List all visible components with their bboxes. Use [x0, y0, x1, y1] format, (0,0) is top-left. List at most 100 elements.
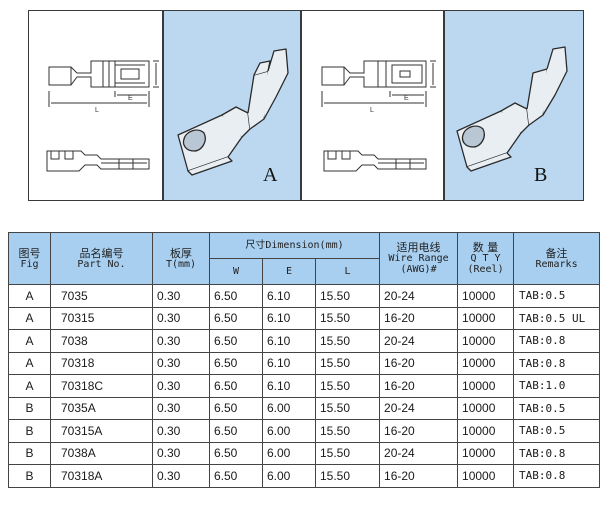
cell-fig: A [8, 351, 51, 375]
cell-dim-w: 6.50 [209, 396, 263, 420]
cell-dim-w: 6.50 [209, 464, 263, 488]
cell-dim-e: 6.00 [262, 441, 316, 465]
figure-a-photo: A [163, 10, 301, 201]
cell-dim-l: 15.50 [314, 284, 381, 308]
cell-dim-l: 15.50 [314, 351, 381, 375]
cell-dim-e: 6.10 [262, 284, 316, 308]
cell-remarks: TAB:0.5 [513, 396, 601, 420]
cell-remarks: TAB:0.8 [513, 351, 601, 375]
table-row: B 70318A 0.30 6.50 6.00 15.50 16-20 1000… [8, 464, 601, 488]
cell-dim-w: 6.50 [209, 329, 263, 353]
header-qty: 数 量 Q T Y (Reel) [457, 232, 515, 285]
cell-thickness: 0.30 [152, 464, 210, 488]
cell-remarks: TAB:0.5 UL [513, 306, 601, 330]
cell-thickness: 0.30 [152, 351, 210, 375]
cell-dim-e: 6.10 [262, 374, 316, 398]
dim-l-label: L [95, 107, 99, 114]
cell-dim-e: 6.00 [262, 419, 316, 443]
cell-part-no: 7038A [50, 441, 153, 465]
header-remarks: 备注 Remarks [513, 232, 601, 285]
cell-wire-range: 20-24 [379, 396, 459, 420]
cell-wire-range: 16-20 [379, 419, 459, 443]
cell-dim-e: 6.00 [262, 396, 316, 420]
cell-qty: 10000 [457, 284, 515, 308]
figure-a-letter: A [263, 164, 278, 186]
table-body: A 7035 0.30 6.50 6.10 15.50 20-24 10000 … [8, 284, 601, 488]
cell-dim-l: 15.50 [314, 419, 381, 443]
dim-e-label: E [404, 95, 409, 102]
cell-thickness: 0.30 [152, 419, 210, 443]
cell-dim-w: 6.50 [209, 284, 263, 308]
cell-wire-range: 20-24 [379, 284, 459, 308]
terminal-b-line-drawing: L E [321, 60, 436, 172]
cell-thickness: 0.30 [152, 284, 210, 308]
header-dim-w: W [209, 258, 263, 285]
terminal-b-photo-illustration: B [456, 46, 568, 186]
cell-qty: 10000 [457, 464, 515, 488]
table-header: 图号 Fig 品名编号 Part No. 板厚 T(mm) 尺寸Dimensio… [8, 232, 601, 285]
cell-wire-range: 16-20 [379, 351, 459, 375]
cell-part-no: 70318C [50, 374, 153, 398]
table-row: B 7035A 0.30 6.50 6.00 15.50 20-24 10000… [8, 396, 601, 420]
cell-fig: B [8, 419, 51, 443]
table-row: A 70318 0.30 6.50 6.10 15.50 16-20 10000… [8, 351, 601, 375]
figure-b-letter: B [534, 164, 547, 186]
cell-dim-w: 6.50 [209, 351, 263, 375]
figure-b-drawing: L E [301, 10, 444, 201]
cell-dim-w: 6.50 [209, 419, 263, 443]
cell-dim-l: 15.50 [314, 306, 381, 330]
cell-dim-w: 6.50 [209, 441, 263, 465]
cell-remarks: TAB:0.5 [513, 419, 601, 443]
cell-thickness: 0.30 [152, 329, 210, 353]
cell-dim-e: 6.10 [262, 351, 316, 375]
cell-part-no: 7035A [50, 396, 153, 420]
figure-a-drawing: L E [28, 10, 163, 201]
cell-part-no: 7038 [50, 329, 153, 353]
terminal-a-photo-illustration: A [177, 48, 289, 186]
cell-dim-l: 15.50 [314, 374, 381, 398]
cell-wire-range: 16-20 [379, 464, 459, 488]
cell-part-no: 70315A [50, 419, 153, 443]
spec-table: 图号 Fig 品名编号 Part No. 板厚 T(mm) 尺寸Dimensio… [8, 232, 601, 488]
cell-part-no: 70318A [50, 464, 153, 488]
header-fig: 图号 Fig [8, 232, 51, 285]
cell-dim-l: 15.50 [314, 396, 381, 420]
cell-part-no: 7035 [50, 284, 153, 308]
cell-wire-range: 16-20 [379, 306, 459, 330]
cell-part-no: 70318 [50, 351, 153, 375]
cell-dim-e: 6.10 [262, 306, 316, 330]
header-dim-e: E [262, 258, 316, 285]
cell-dim-w: 6.50 [209, 374, 263, 398]
table-row: B 70315A 0.30 6.50 6.00 15.50 16-20 1000… [8, 419, 601, 443]
cell-dim-e: 6.10 [262, 329, 316, 353]
figure-b-photo: B [444, 10, 584, 201]
cell-thickness: 0.30 [152, 374, 210, 398]
cell-fig: B [8, 464, 51, 488]
cell-remarks: TAB:1.0 [513, 374, 601, 398]
cell-wire-range: 16-20 [379, 374, 459, 398]
cell-dim-l: 15.50 [314, 441, 381, 465]
cell-thickness: 0.30 [152, 441, 210, 465]
cell-fig: A [8, 329, 51, 353]
dim-l-label: L [370, 107, 374, 114]
terminal-a-line-drawing: L E [46, 60, 159, 172]
cell-qty: 10000 [457, 396, 515, 420]
cell-qty: 10000 [457, 351, 515, 375]
cell-thickness: 0.30 [152, 396, 210, 420]
cell-dim-l: 15.50 [314, 329, 381, 353]
cell-qty: 10000 [457, 374, 515, 398]
dim-e-label: E [128, 95, 133, 102]
cell-remarks: TAB:0.8 [513, 464, 601, 488]
table-row: B 7038A 0.30 6.50 6.00 15.50 20-24 10000… [8, 441, 601, 465]
table-row: A 7035 0.30 6.50 6.10 15.50 20-24 10000 … [8, 284, 601, 308]
cell-dim-l: 15.50 [314, 464, 381, 488]
header-wire-range: 适用电线 Wire Range (AWG)# [379, 232, 459, 285]
table-row: A 70315 0.30 6.50 6.10 15.50 16-20 10000… [8, 306, 601, 330]
table-row: A 7038 0.30 6.50 6.10 15.50 20-24 10000 … [8, 329, 601, 353]
cell-wire-range: 20-24 [379, 329, 459, 353]
cell-qty: 10000 [457, 441, 515, 465]
cell-qty: 10000 [457, 329, 515, 353]
cell-dim-e: 6.00 [262, 464, 316, 488]
cell-fig: A [8, 284, 51, 308]
cell-remarks: TAB:0.8 [513, 329, 601, 353]
